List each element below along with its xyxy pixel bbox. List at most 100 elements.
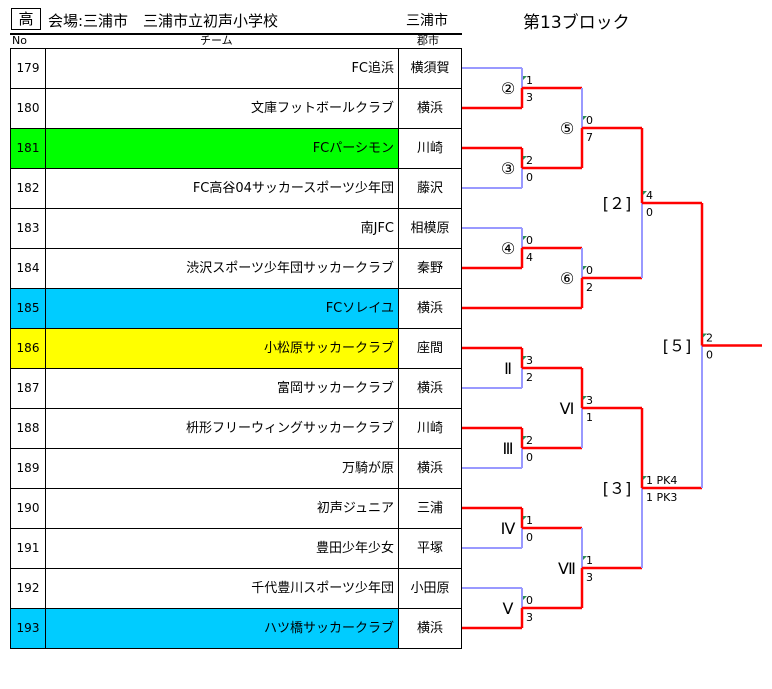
score-top: 3 — [526, 354, 533, 367]
match-label: Ⅴ — [503, 599, 514, 618]
result-marker — [523, 76, 527, 80]
team-number: 179 — [11, 49, 46, 88]
team-city: 座間 — [416, 341, 443, 356]
team-name: 富岡サッカークラブ — [46, 369, 399, 408]
team-name: 千代豊川スポーツ少年団 — [46, 569, 399, 608]
match-label: ③ — [501, 159, 515, 178]
team-name: 豊田少年少女 — [46, 529, 399, 568]
match-label: ② — [501, 79, 515, 98]
team-city: 川崎 — [416, 141, 443, 156]
column-header-no: No — [12, 34, 27, 47]
team-number: 191 — [11, 529, 46, 568]
score-bottom: 1 PK3 — [646, 491, 677, 504]
score-top: 1 — [586, 554, 593, 567]
team-city: 秦野 — [416, 261, 443, 276]
score-bottom: 1 — [586, 411, 593, 424]
score-bottom: 3 — [526, 91, 533, 104]
score-top: 1 — [526, 514, 533, 527]
score-top: 0 — [526, 594, 533, 607]
result-marker — [703, 333, 707, 338]
result-marker — [583, 116, 587, 120]
team-city: 小田原 — [410, 581, 450, 596]
team-name: FCソレイユ — [46, 289, 399, 328]
column-header-city: 郡市 — [417, 34, 439, 47]
match-label: Ⅱ — [504, 359, 512, 378]
match-label: [２] — [603, 194, 632, 213]
match-label: Ⅲ — [502, 439, 513, 458]
score-top: 0 — [526, 234, 533, 247]
match-label: Ⅳ — [501, 519, 516, 538]
score-top: 4 — [646, 189, 653, 202]
result-marker — [523, 516, 527, 520]
team-number: 183 — [11, 209, 46, 248]
score-top: 2 — [526, 154, 533, 167]
team-name: 小松原サッカークラブ — [46, 329, 399, 368]
team-city: 横浜 — [416, 101, 443, 116]
team-number: 189 — [11, 449, 46, 488]
team-number: 182 — [11, 169, 46, 208]
score-bottom: 0 — [646, 206, 653, 219]
team-number: 187 — [11, 369, 46, 408]
header-divider — [10, 33, 462, 35]
score-bottom: 0 — [706, 349, 713, 362]
team-city: 藤沢 — [416, 181, 443, 196]
result-marker — [523, 356, 527, 360]
score-top: 2 — [706, 332, 713, 345]
score-top: 3 — [586, 394, 593, 407]
score-bottom: 2 — [526, 371, 533, 384]
team-city: 横浜 — [416, 461, 443, 476]
match-label: Ⅵ — [560, 399, 575, 418]
team-name: FC高谷04サッカースポーツ少年団 — [46, 169, 399, 208]
score-bottom: 4 — [526, 251, 533, 264]
match-label: ④ — [501, 239, 515, 258]
score-top: 0 — [586, 264, 593, 277]
team-name: FC追浜 — [46, 49, 399, 88]
team-name: 初声ジュニア — [46, 489, 399, 528]
team-city: 横浜 — [416, 301, 443, 316]
team-number: 192 — [11, 569, 46, 608]
team-name: 枡形フリーウィングサッカークラブ — [46, 409, 399, 448]
result-marker — [523, 236, 527, 240]
team-number: 184 — [11, 249, 46, 288]
team-name: 渋沢スポーツ少年団サッカークラブ — [46, 249, 399, 288]
result-marker — [643, 191, 647, 195]
block-title: 第13ブロック — [523, 13, 630, 33]
score-top: 1 PK4 — [646, 474, 677, 487]
score-bottom: 2 — [586, 281, 593, 294]
team-number: 188 — [11, 409, 46, 448]
team-number: 180 — [11, 89, 46, 128]
match-label: ⑤ — [560, 119, 574, 138]
score-bottom: 0 — [526, 171, 533, 184]
team-city: 相模原 — [410, 221, 450, 236]
team-city: 横浜 — [416, 621, 443, 636]
team-number: 186 — [11, 329, 46, 368]
team-city: 川崎 — [416, 421, 443, 436]
team-name: FCパーシモン — [46, 129, 399, 168]
result-marker — [523, 156, 527, 160]
host-city: 三浦市 — [406, 13, 448, 29]
team-name: ハツ橋サッカークラブ — [46, 609, 399, 648]
score-bottom: 3 — [526, 611, 533, 624]
result-marker — [523, 596, 527, 600]
team-name: 文庫フットボールクラブ — [46, 89, 399, 128]
result-marker — [583, 266, 587, 270]
team-number: 181 — [11, 129, 46, 168]
division-badge: 高 — [11, 8, 41, 30]
column-header-team: チーム — [200, 34, 233, 47]
result-marker — [523, 436, 527, 440]
match-label: [５] — [663, 337, 692, 356]
team-city: 横浜 — [416, 381, 443, 396]
score-top: 0 — [586, 114, 593, 127]
